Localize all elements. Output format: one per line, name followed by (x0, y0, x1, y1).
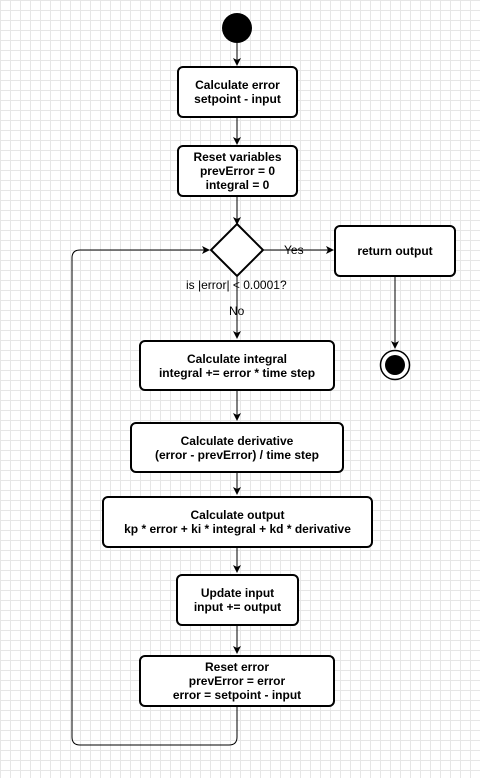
no-label: No (229, 304, 245, 318)
reset-variables-node: Reset variables prevError = 0 integral =… (177, 145, 298, 197)
update-input-node: Update input input += output (176, 574, 299, 626)
update-input-detail: input += output (193, 600, 282, 614)
decision-condition-label: is |error| < 0.0001? (186, 278, 287, 292)
reset-variables-title: Reset variables (193, 150, 282, 164)
return-output-title: return output (357, 244, 433, 258)
calc-derivative-detail: (error - prevError) / time step (154, 447, 320, 462)
reset-error-node: Reset error prevError = error error = se… (139, 655, 335, 707)
edge-loop-back (71, 246, 238, 746)
reset-error-detail-2: error = setpoint - input (172, 688, 302, 702)
calc-output-title: Calculate output (190, 508, 285, 522)
yes-label: Yes (284, 243, 304, 257)
return-output-node: return output (334, 225, 456, 277)
decision-diamond (209, 222, 265, 278)
calc-output-node: Calculate output kp * error + ki * integ… (102, 496, 373, 548)
update-input-title: Update input (200, 586, 275, 600)
calc-output-detail: kp * error + ki * integral + kd * deriva… (124, 522, 351, 536)
start-node (222, 13, 252, 43)
reset-error-title: Reset error (204, 660, 270, 674)
reset-variables-detail-2: integral = 0 (205, 178, 270, 192)
end-node-inner (385, 355, 405, 375)
calc-integral-title: Calculate integral (186, 351, 288, 366)
calc-integral-detail: integral += error * time step (158, 365, 316, 380)
calc-error-title: Calculate error (195, 78, 280, 92)
calc-derivative-node: Calculate derivative (error - prevError)… (130, 422, 344, 473)
calc-derivative-title: Calculate derivative (180, 433, 294, 448)
reset-error-detail-1: prevError = error (188, 674, 286, 688)
calc-error-detail: setpoint - input (194, 92, 281, 106)
calc-error-node: Calculate error setpoint - input (177, 66, 298, 118)
reset-variables-detail-1: prevError = 0 (199, 164, 276, 178)
calc-integral-node: Calculate integral integral += error * t… (139, 340, 335, 391)
